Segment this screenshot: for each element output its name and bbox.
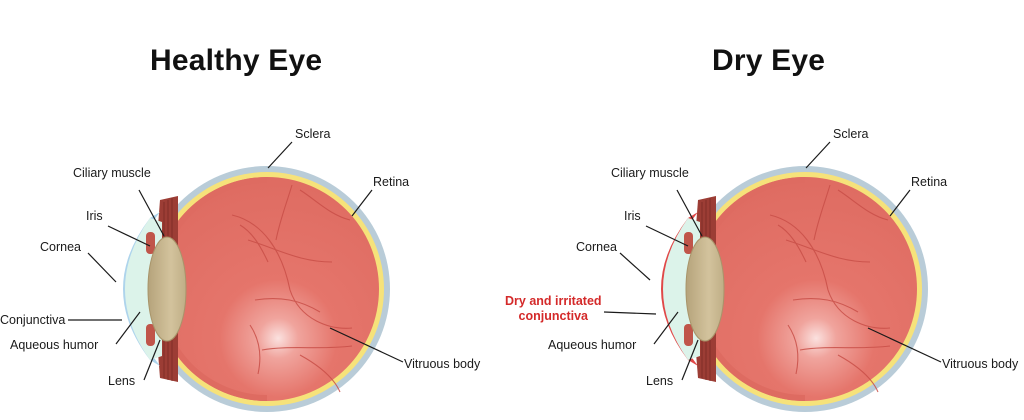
irritated-conjunctiva-shape <box>661 212 698 366</box>
ciliary-muscle-label: Ciliary muscle <box>73 166 151 180</box>
iris-lower-shape <box>146 324 155 346</box>
vitreous-body-shape <box>693 177 917 401</box>
sclera-label: Sclera <box>833 127 869 141</box>
iris-upper-shape <box>684 232 693 254</box>
cornea-shape <box>123 212 160 366</box>
dry-eye-illustration <box>603 141 942 412</box>
aqueous-humor-label: Aqueous humor <box>10 338 99 352</box>
dry-conjunctiva-label: Dry and irritated conjunctiva <box>505 294 602 324</box>
iris-label: Iris <box>624 209 641 223</box>
ciliary-muscle-label: Ciliary muscle <box>611 166 689 180</box>
iris-upper-shape <box>146 232 155 254</box>
blood-vessels <box>231 184 353 393</box>
aqueous-humor-label: Aqueous humor <box>548 338 637 352</box>
blood-vessels <box>769 184 891 393</box>
lens-label: Lens <box>646 374 674 388</box>
healthy-eye-title: Healthy Eye <box>150 44 323 77</box>
dry-conjunctiva-label-line2: conjunctiva <box>518 309 589 323</box>
healthy-eye-illustration <box>68 141 404 412</box>
leader-lines <box>68 141 404 381</box>
lens-shape <box>685 236 725 342</box>
dry-conjunctiva-label-line1: Dry and irritated <box>505 294 602 308</box>
iris-lower-shape <box>684 324 693 346</box>
retina-label: Retina <box>911 175 948 189</box>
cornea-label: Cornea <box>40 240 81 254</box>
dry-eye-title: Dry Eye <box>712 44 826 77</box>
sclera-label: Sclera <box>295 127 331 141</box>
lens-shape <box>147 236 187 342</box>
conjunctiva-label: Conjunctiva <box>0 313 66 327</box>
vitreous-body-shape <box>155 177 379 401</box>
iris-label: Iris <box>86 209 103 223</box>
vitreous-body-label: Vitruous body <box>404 357 481 371</box>
retina-label: Retina <box>373 175 410 189</box>
leader-lines <box>603 141 942 381</box>
cornea-label: Cornea <box>576 240 617 254</box>
vitreous-body-label: Vitruous body <box>942 357 1019 371</box>
lens-label: Lens <box>108 374 136 388</box>
